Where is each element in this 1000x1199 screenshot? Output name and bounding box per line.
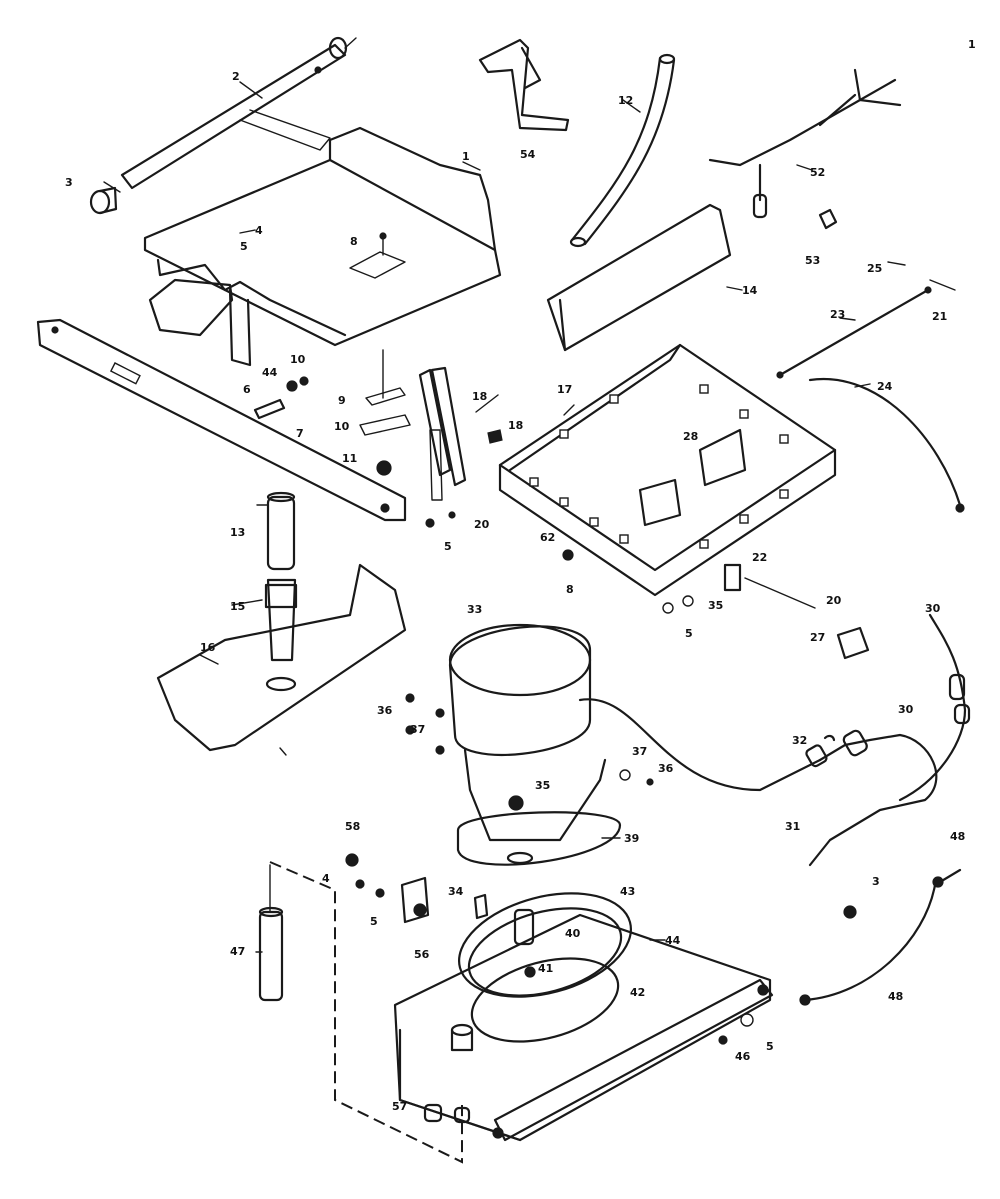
callout-10-upper: 10 — [290, 353, 306, 366]
callout-57: 57 — [392, 1100, 407, 1113]
callout-36-left: 36 — [377, 704, 393, 717]
callout-52: 52 — [810, 166, 825, 179]
callout-20-right: 20 — [826, 594, 842, 607]
callout-23: 23 — [830, 308, 845, 321]
part-bracket-54 — [478, 38, 570, 132]
callout-5-lower: 5 — [370, 915, 378, 928]
callout-25: 25 — [867, 262, 882, 275]
callout-4-lower: 4 — [322, 872, 330, 885]
part-jack-base — [156, 491, 407, 752]
callout-42: 42 — [630, 986, 645, 999]
callout-9: 9 — [338, 394, 346, 407]
part-top-plate-1 — [143, 126, 502, 367]
callout-62: 62 — [540, 531, 555, 544]
callout-2: 2 — [232, 70, 240, 83]
part-hose-48 — [799, 868, 962, 1006]
callout-47: 47 — [230, 945, 245, 958]
part-tray-17 — [498, 343, 837, 597]
callout-11: 11 — [342, 452, 357, 465]
callout-6: 6 — [243, 383, 251, 396]
part-cap-3 — [89, 186, 118, 215]
part-feet-57 — [423, 1103, 471, 1124]
callout-53: 53 — [805, 254, 820, 267]
part-rail-7 — [36, 318, 407, 522]
part-side-brackets — [418, 366, 503, 528]
callout-48-top: 48 — [950, 830, 965, 843]
part-motor-hardware — [405, 693, 654, 786]
part-tube-2 — [120, 36, 357, 190]
callout-37-left: 37 — [410, 723, 425, 736]
part-hose-24 — [808, 377, 965, 513]
tray-holes — [529, 384, 789, 549]
callout-8-lower: 8 — [566, 583, 574, 596]
callout-31: 31 — [785, 820, 800, 833]
callout-44-upper: 44 — [262, 366, 278, 379]
callout-48-bottom: 48 — [888, 990, 903, 1003]
callout-34: 34 — [448, 885, 464, 898]
part-tray-hardware — [562, 549, 870, 660]
leader-lines — [103, 81, 871, 953]
callout-7: 7 — [296, 427, 304, 440]
part-rods-21-23-25 — [776, 261, 956, 379]
callout-35-tray: 35 — [708, 599, 723, 612]
callout-35-motor: 35 — [535, 779, 550, 792]
callout-58: 58 — [345, 820, 360, 833]
callout-5-mid: 5 — [444, 540, 452, 553]
part-harness-30 — [805, 613, 971, 919]
dashed-guide-line — [269, 861, 463, 1164]
callout-24: 24 — [877, 380, 893, 393]
callout-8: 8 — [350, 235, 358, 248]
part-motor-33 — [448, 623, 822, 866]
callout-36-right: 36 — [658, 762, 674, 775]
callout-3-right: 3 — [872, 875, 880, 888]
callout-28: 28 — [683, 430, 698, 443]
part-hose-12 — [569, 53, 676, 248]
callout-46: 46 — [735, 1050, 751, 1063]
callout-12: 12 — [618, 94, 633, 107]
callout-5-base: 5 — [766, 1040, 774, 1053]
callout-1: 1 — [462, 150, 470, 163]
callout-20-mid: 20 — [474, 518, 490, 531]
callout-18-right: 18 — [508, 419, 523, 432]
callout-22: 22 — [752, 551, 767, 564]
callout-3: 3 — [65, 176, 73, 189]
part-wire-52 — [708, 68, 902, 230]
part-cylinder-47 — [258, 864, 284, 1002]
callout-43: 43 — [620, 885, 635, 898]
callout-37-right: 37 — [632, 745, 647, 758]
callout-4: 4 — [255, 224, 263, 237]
part-hardware-center — [253, 232, 411, 476]
callout-40: 40 — [565, 927, 581, 940]
callout-10-lower: 10 — [334, 420, 350, 433]
callout-5-tray: 5 — [685, 627, 693, 640]
callout-39: 39 — [624, 832, 639, 845]
callout-41: 41 — [538, 962, 553, 975]
callout-27: 27 — [810, 631, 825, 644]
part-panel-14 — [546, 203, 732, 352]
callout-16: 16 — [200, 641, 216, 654]
callout-30-small: 30 — [925, 602, 941, 615]
corner-mark: 1 — [968, 38, 976, 51]
callout-56: 56 — [414, 948, 430, 961]
part-base-pan-44 — [393, 913, 774, 1142]
callout-18-left: 18 — [472, 390, 487, 403]
part-pump-43 — [457, 892, 633, 1043]
part-bracket-56 — [345, 853, 489, 924]
callout-5: 5 — [240, 240, 248, 253]
callout-labels: 1 2 3 4 5 8 7 6 44 10 9 10 11 5 20 13 15… — [65, 38, 976, 1113]
callout-17: 17 — [557, 383, 572, 396]
callout-30: 30 — [898, 703, 914, 716]
callout-21: 21 — [932, 310, 947, 323]
callout-33: 33 — [467, 603, 482, 616]
callout-13: 13 — [230, 526, 245, 539]
callout-54-top: 54 — [520, 148, 536, 161]
callout-15: 15 — [230, 600, 245, 613]
callout-32: 32 — [792, 734, 807, 747]
callout-14: 14 — [742, 284, 758, 297]
callout-44-lower: 44 — [665, 934, 681, 947]
